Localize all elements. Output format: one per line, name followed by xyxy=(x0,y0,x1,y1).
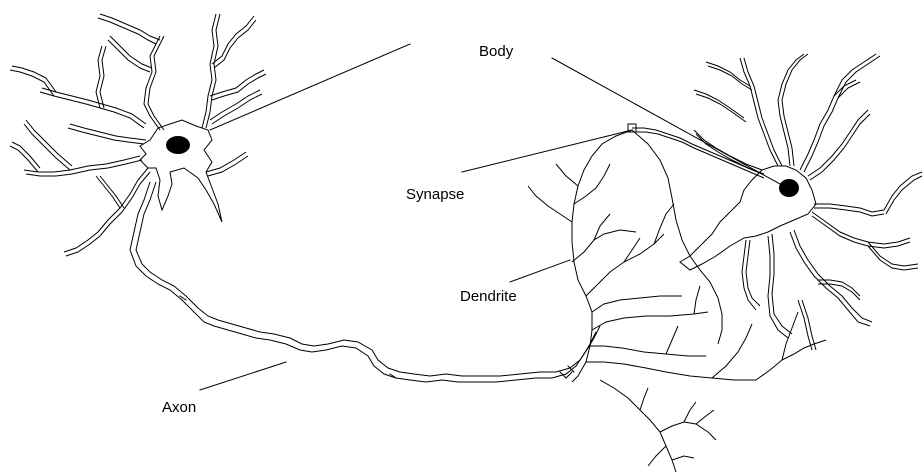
synapse-leader xyxy=(462,130,632,172)
dendrite-tree-branch xyxy=(694,286,700,314)
left-dendrite xyxy=(96,176,124,208)
dendrite-label: Dendrite xyxy=(460,288,517,305)
right-dendrite xyxy=(868,242,918,270)
left-dendrite xyxy=(108,36,152,72)
left-dendrite xyxy=(40,88,146,128)
left-axon xyxy=(136,182,600,376)
right-dendrite xyxy=(818,280,860,300)
right-dendrite xyxy=(742,240,760,310)
dendrite-tree-branch xyxy=(586,234,664,296)
left-dendrite xyxy=(210,70,266,100)
left-neuron xyxy=(10,14,600,382)
body-label: Body xyxy=(479,43,514,60)
left-nucleus xyxy=(166,136,190,154)
dendrite-tree-branch xyxy=(528,186,572,222)
dendrite-tree-trunk xyxy=(572,130,632,382)
left-dendrite xyxy=(10,66,56,96)
body-leader-left xyxy=(210,44,410,130)
axon-label: Axon xyxy=(162,399,196,416)
right-dendrite xyxy=(740,58,782,166)
axon-terminal xyxy=(640,388,648,410)
axon-terminal xyxy=(684,402,696,422)
axon-terminal xyxy=(600,380,676,472)
right-dendrite xyxy=(834,54,880,98)
right-dendrite xyxy=(694,90,746,122)
left-dendrite xyxy=(24,120,72,170)
right-neuron xyxy=(632,54,922,350)
dendrite-tree-branch xyxy=(592,312,708,330)
axon-terminal xyxy=(696,410,714,424)
right-nucleus xyxy=(779,179,799,197)
dendrite-tree-branch xyxy=(756,340,826,380)
left-dendrite xyxy=(96,46,106,108)
dendrite-tree-branch xyxy=(654,204,674,244)
right-dendrite xyxy=(798,300,816,350)
left-axon xyxy=(130,182,596,382)
dendrite-leader xyxy=(510,260,570,282)
right-dendrite xyxy=(884,172,922,214)
left-dendrite xyxy=(202,14,220,128)
left-dendrite xyxy=(98,14,160,44)
right-dendrite xyxy=(778,54,808,166)
dendrite-tree-branch xyxy=(572,230,636,262)
right-dendrite xyxy=(768,234,792,338)
dendrite-tree-branch xyxy=(586,362,756,380)
left-dendrite xyxy=(68,124,146,144)
left-dendrite xyxy=(24,156,142,176)
axon-junction xyxy=(180,296,574,378)
right-dendrite xyxy=(706,62,752,90)
dendrite-tree-branch xyxy=(592,296,682,312)
left-dendrite xyxy=(144,36,164,130)
synapse-label: Synapse xyxy=(406,186,464,203)
dendrite-tree-branch xyxy=(666,326,678,354)
left-dendrite xyxy=(212,16,256,68)
axon-terminal xyxy=(648,446,666,466)
right-dendrite xyxy=(814,204,884,216)
right-dendrite xyxy=(812,212,910,248)
left-dendrite xyxy=(10,142,40,172)
dendrite-tree-branch xyxy=(574,164,610,204)
dendrite-tree-branch xyxy=(594,214,610,240)
left-dendrite xyxy=(206,152,248,176)
leader-lines xyxy=(200,44,780,390)
axon-terminal xyxy=(660,422,716,440)
right-dendrite xyxy=(808,110,870,180)
dendrite-tree-branch xyxy=(590,346,706,356)
axon-leader xyxy=(200,362,286,390)
dendrite-tree-branch xyxy=(556,164,578,186)
axon-terminal xyxy=(672,456,694,460)
dendrite-tree-branch xyxy=(712,324,752,378)
